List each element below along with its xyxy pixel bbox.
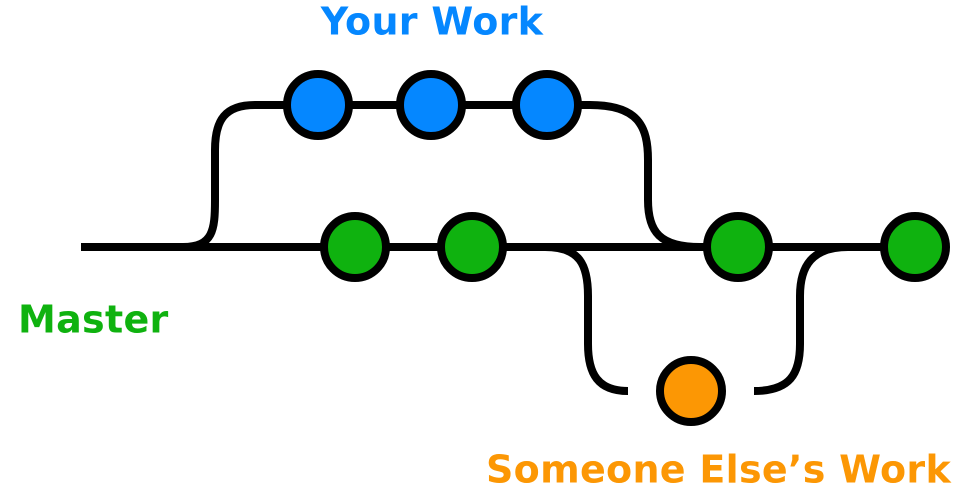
commit-node-master-5[interactable] [283, 70, 353, 140]
commit-node-your-work-2[interactable] [512, 70, 582, 140]
branch-label-someone-else: Someone Else’s Work [486, 448, 951, 492]
label-layer: Your Work Master Someone Else’s Work [18, 0, 951, 492]
commit-node-your-work-3[interactable] [656, 356, 726, 426]
edge-merge-in-your-work [589, 101, 701, 251]
branch-label-your-work: Your Work [320, 0, 544, 44]
commit-node-master-3[interactable] [703, 212, 773, 282]
edge-merge-in-someone-else [753, 243, 849, 395]
edge-branch-out-someone-else [544, 243, 629, 395]
commit-node-master-merge-your-work[interactable] [880, 212, 950, 282]
edge-branch-out-your-work [182, 101, 256, 251]
commit-node-your-work-1[interactable] [396, 70, 466, 140]
commit-node-master-1[interactable] [320, 212, 390, 282]
commit-node-layer [283, 70, 950, 426]
branch-label-master: Master [18, 298, 169, 342]
commit-node-master-2[interactable] [437, 212, 507, 282]
